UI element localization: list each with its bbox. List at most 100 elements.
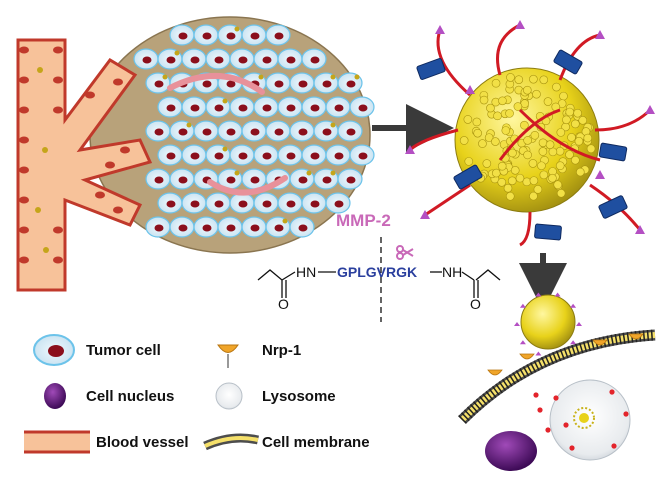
core-sphere xyxy=(529,191,538,201)
core-sphere xyxy=(482,159,492,168)
core-sphere xyxy=(513,102,523,111)
core-sphere xyxy=(529,74,538,84)
carbonyl-right: O xyxy=(470,296,481,312)
targeting-block xyxy=(553,49,583,75)
core-sphere xyxy=(545,140,555,149)
polymer-chain xyxy=(436,29,471,97)
scissors-icon xyxy=(396,245,414,260)
core-sphere xyxy=(510,166,520,175)
core-spheres xyxy=(459,73,596,201)
core-sphere xyxy=(529,176,539,185)
drug-dot xyxy=(609,389,615,395)
tumor-cell xyxy=(301,144,327,166)
enzyme-label: MMP-2 xyxy=(336,211,391,230)
core-sphere xyxy=(556,189,566,198)
polymer-chain xyxy=(594,108,652,132)
tumor-cell xyxy=(289,216,315,238)
tumor-cell xyxy=(325,144,351,166)
vessel-cell xyxy=(19,226,29,234)
core-sphere xyxy=(586,144,596,154)
legend-nrp1: Nrp-1 xyxy=(262,342,302,359)
core-sphere xyxy=(539,75,549,85)
ligand-tip xyxy=(595,30,605,39)
acryl-right-bonds xyxy=(461,269,501,298)
polymer-chain xyxy=(496,23,521,76)
core-sphere xyxy=(559,91,568,101)
small-ligand xyxy=(554,292,561,297)
tumor-cell xyxy=(157,144,183,166)
targeting-block xyxy=(453,164,483,190)
tumor-cell xyxy=(265,24,291,46)
drug-dot xyxy=(611,443,617,449)
targeting-block xyxy=(416,58,446,80)
peptide-left-group: HN xyxy=(296,264,317,280)
core-sphere xyxy=(537,161,546,171)
lysosome xyxy=(549,379,631,461)
core-sphere xyxy=(486,103,495,113)
core-sphere xyxy=(505,191,515,201)
blood-vessel-icon xyxy=(24,430,90,454)
small-nanoparticle xyxy=(520,294,576,350)
drug-dot xyxy=(553,395,559,401)
core-sphere xyxy=(478,139,487,148)
vessel-particle xyxy=(37,67,43,73)
core-sphere xyxy=(514,75,524,84)
tumor-cell xyxy=(241,168,267,190)
core-sphere xyxy=(464,157,474,166)
core-sphere xyxy=(538,138,548,148)
legend-tumor-cell: Tumor cell xyxy=(86,342,161,359)
core-sphere xyxy=(523,150,532,160)
legend-cell-membrane: Cell membrane xyxy=(262,434,370,451)
ligand-tip xyxy=(420,210,430,219)
cell-nucleus-scene xyxy=(485,431,537,471)
released-drug-dots xyxy=(533,389,629,451)
core-sphere xyxy=(578,116,588,125)
tumor-cell xyxy=(337,72,363,94)
tumor-cell xyxy=(241,216,267,238)
vessel-trunk xyxy=(16,38,153,292)
targeting-block xyxy=(534,223,562,241)
core-sphere xyxy=(562,115,571,125)
core-sphere xyxy=(493,111,502,121)
core-sphere xyxy=(463,115,473,124)
core-sphere xyxy=(506,73,515,82)
drug-dot xyxy=(563,422,569,428)
tumor-cell xyxy=(301,96,327,118)
drug-dot xyxy=(623,411,629,417)
core-sphere xyxy=(523,136,532,145)
tumor-cell xyxy=(157,96,183,118)
tumor-cell xyxy=(325,96,351,118)
core-sphere xyxy=(548,147,558,157)
core-sphere xyxy=(497,177,507,187)
tumor-cell xyxy=(193,24,219,46)
vessel-cell xyxy=(19,106,29,114)
tumor-tissue xyxy=(89,16,375,254)
core-sphere xyxy=(532,89,541,99)
tumor-cell xyxy=(145,216,171,238)
core-sphere xyxy=(479,95,489,105)
core-sphere xyxy=(565,150,574,159)
vessel-cell xyxy=(19,196,29,204)
core-sphere xyxy=(552,82,561,92)
polymer-chain xyxy=(519,211,532,247)
vessel-cell xyxy=(113,78,123,86)
core-sphere xyxy=(538,147,548,156)
tumor-cell xyxy=(193,216,219,238)
drug-dot xyxy=(537,407,543,413)
blood-vessel xyxy=(16,38,153,292)
tumor-cell xyxy=(301,48,327,70)
tumor-cell-icon xyxy=(33,334,75,366)
legend-cell-nucleus: Cell nucleus xyxy=(86,388,175,405)
targeting-blocks xyxy=(416,49,628,241)
tumor-cell xyxy=(181,48,207,70)
drug-dot xyxy=(545,427,551,433)
vessel-cell xyxy=(19,76,29,84)
targeting-block xyxy=(598,142,628,162)
core-sphere xyxy=(571,119,580,129)
core-sphere xyxy=(515,173,525,183)
tumor-cell xyxy=(157,48,183,70)
vessel-cell xyxy=(53,106,63,114)
polymer-chains xyxy=(405,20,655,247)
core-sphere xyxy=(484,133,494,142)
pink-arrow-top xyxy=(167,72,265,95)
